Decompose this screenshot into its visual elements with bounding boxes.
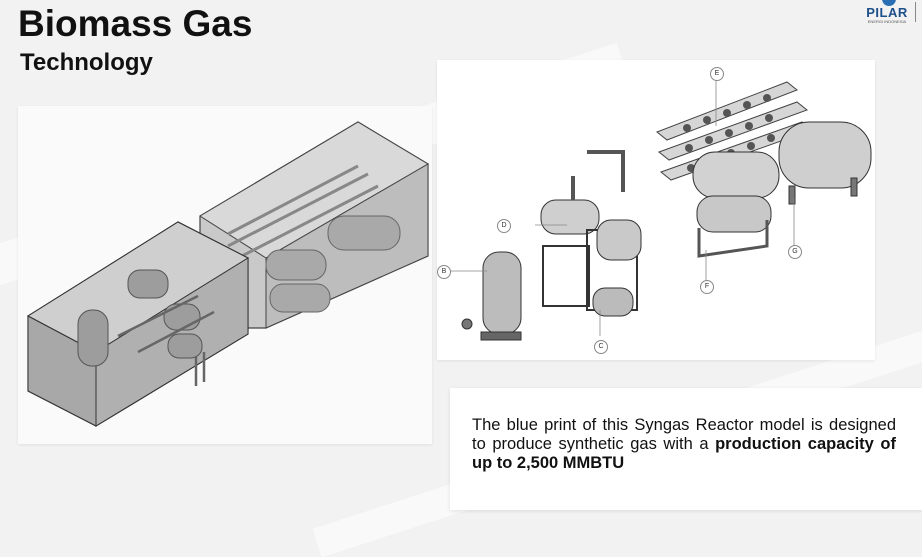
logo-mark-icon <box>882 0 896 6</box>
description-emphasis: production capacity of up to 2,500 MMBTU <box>472 435 896 472</box>
pipe-shape <box>117 294 215 386</box>
slide-title: Biomass Gas <box>18 3 253 44</box>
reactor-blueprint: E D B C F G <box>437 60 875 360</box>
logo-tagline: ENERGI INDONESIA <box>867 19 907 24</box>
callout-e: E <box>710 67 724 81</box>
logo-name: PILAR <box>866 5 908 20</box>
container-render <box>18 106 432 444</box>
tank-c-lower <box>592 287 634 317</box>
callout-f: F <box>700 280 714 294</box>
description-box: The blue print of this Syngas Reactor mo… <box>450 388 922 510</box>
tank-shape <box>265 215 401 313</box>
tank-d <box>540 150 625 235</box>
callout-b: B <box>437 265 451 279</box>
vessel-b <box>461 251 522 341</box>
description-text: The blue print of this Syngas Reactor mo… <box>472 416 896 453</box>
pipe-shape <box>227 164 379 260</box>
container-illustration <box>27 121 429 427</box>
callout-g: G <box>788 245 802 259</box>
tank-g <box>778 121 872 205</box>
callout-c: C <box>594 340 608 354</box>
tank-f <box>692 151 780 258</box>
logo-divider <box>915 2 916 22</box>
callout-d: D <box>497 219 511 233</box>
company-logo: PILAR ENERGI INDONESIA <box>860 0 916 26</box>
blueprint-illustration <box>449 74 872 341</box>
tank-c <box>596 219 642 261</box>
description-paragraph: The blue print of this Syngas Reactor mo… <box>472 416 896 473</box>
slide-subtitle: Technology <box>20 49 153 76</box>
